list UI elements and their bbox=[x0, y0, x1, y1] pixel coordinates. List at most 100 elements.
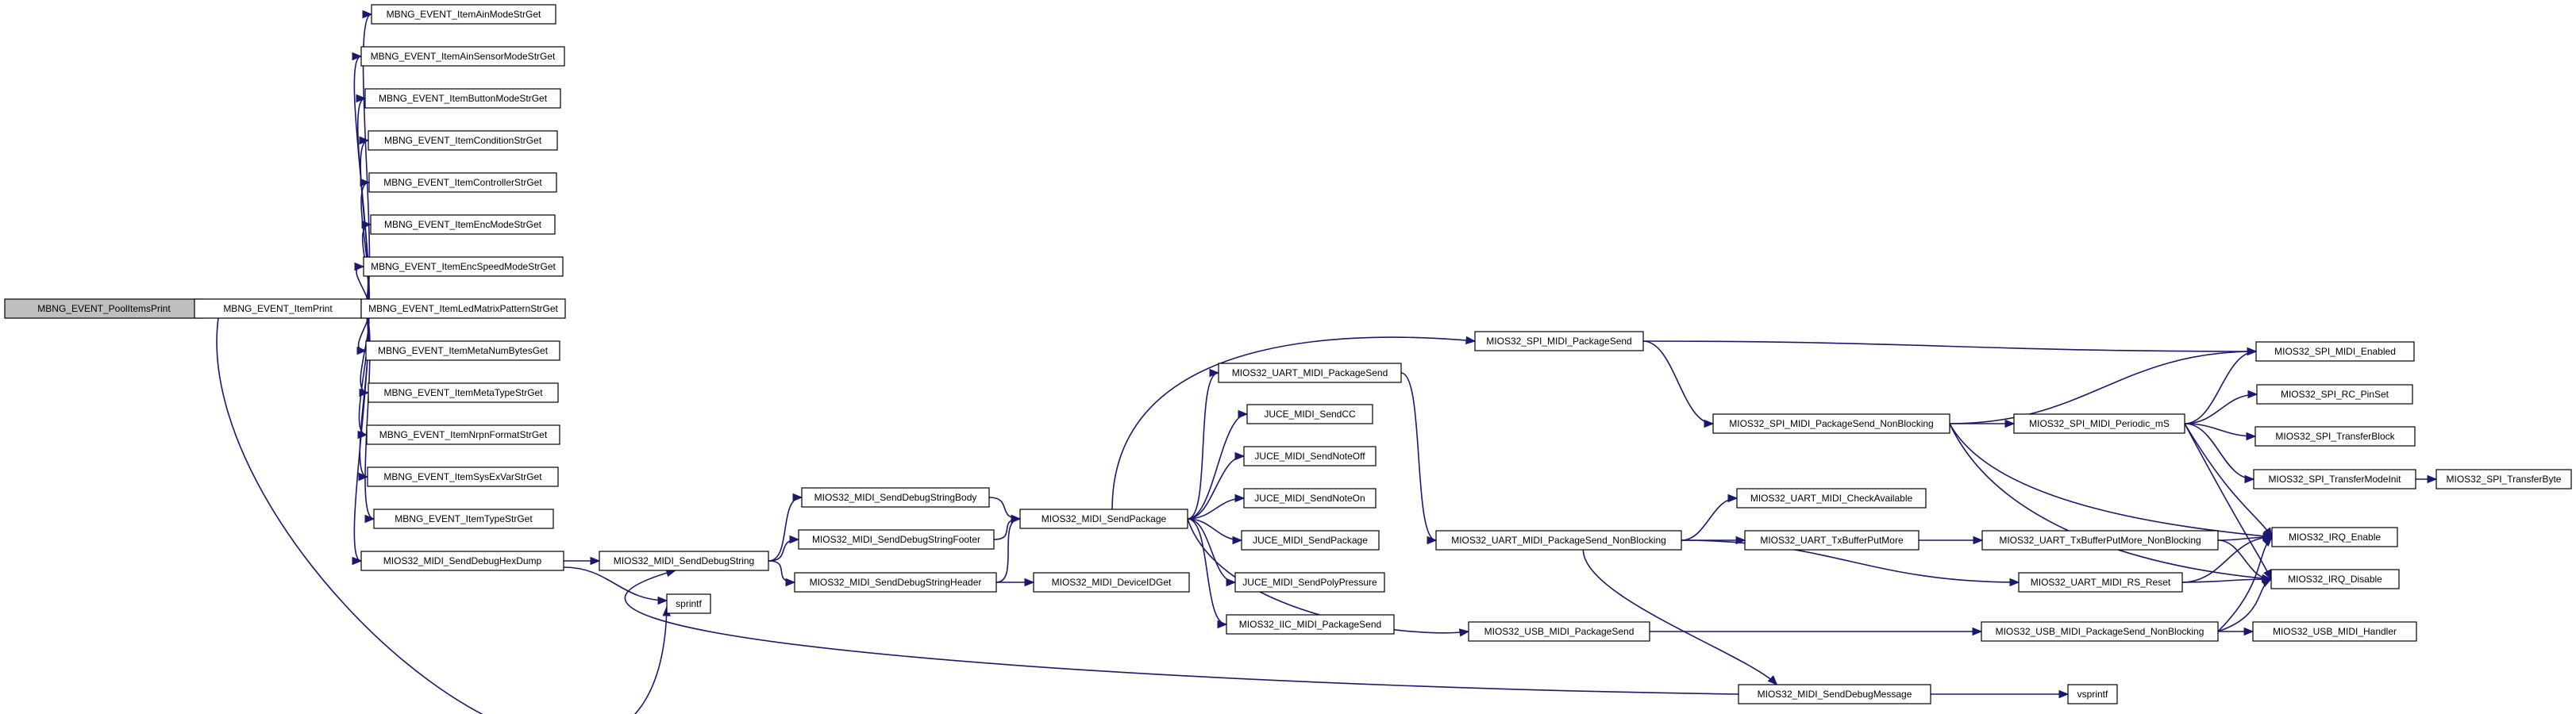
node-mios32-uart-midi-checkavailable[interactable]: MIOS32_UART_MIDI_CheckAvailable bbox=[1736, 488, 1927, 509]
node-box[interactable] bbox=[1468, 621, 1650, 642]
node-mios32-spi-midi-packagesend[interactable]: MIOS32_SPI_MIDI_PackageSend bbox=[1474, 331, 1644, 351]
node-mios32-spi-midi-periodic-ms[interactable]: MIOS32_SPI_MIDI_Periodic_mS bbox=[2013, 413, 2185, 434]
node-vsprintf[interactable]: vsprintf bbox=[2067, 684, 2118, 704]
node-juce-midi-sendcc[interactable]: JUCE_MIDI_SendCC bbox=[1246, 404, 1373, 424]
node-box[interactable] bbox=[370, 214, 556, 235]
node-box[interactable] bbox=[2271, 527, 2398, 547]
node-juce-midi-sendnoteoff[interactable]: JUCE_MIDI_SendNoteOff bbox=[1243, 446, 1377, 466]
node-mios32-midi-senddebughexdump[interactable]: MIOS32_MIDI_SendDebugHexDump bbox=[360, 551, 564, 571]
node-mios32-irq-disable[interactable]: MIOS32_IRQ_Disable bbox=[2270, 569, 2400, 589]
node-box[interactable] bbox=[194, 298, 362, 319]
node-box[interactable] bbox=[2254, 426, 2416, 447]
node-mios32-usb-midi-packagesend[interactable]: MIOS32_USB_MIDI_PackageSend bbox=[1468, 621, 1650, 642]
node-mios32-spi-transferblock[interactable]: MIOS32_SPI_TransferBlock bbox=[2254, 426, 2416, 447]
node-box[interactable] bbox=[367, 466, 559, 487]
node-box[interactable] bbox=[2067, 684, 2118, 704]
node-mios32-spi-midi-enabled[interactable]: MIOS32_SPI_MIDI_Enabled bbox=[2255, 341, 2415, 362]
node-box[interactable] bbox=[1033, 572, 1190, 593]
node-box[interactable] bbox=[368, 382, 559, 403]
node-box[interactable] bbox=[1019, 509, 1188, 529]
node-box[interactable] bbox=[360, 46, 565, 67]
node-mios32-midi-senddebugstringfooter[interactable]: MIOS32_MIDI_SendDebugStringFooter bbox=[798, 529, 995, 550]
node-box[interactable] bbox=[1981, 621, 2219, 642]
node-box[interactable] bbox=[2252, 621, 2417, 642]
node-mios32-midi-sendpackage[interactable]: MIOS32_MIDI_SendPackage bbox=[1019, 509, 1188, 529]
node-box[interactable] bbox=[1744, 530, 1919, 551]
node-mios32-usb-midi-handler[interactable]: MIOS32_USB_MIDI_Handler bbox=[2252, 621, 2417, 642]
node-mbng-event-itemainsensormodestrget[interactable]: MBNG_EVENT_ItemAinSensorModeStrGet bbox=[360, 46, 565, 67]
node-mbng-event-itemledmatrixpatternstrget[interactable]: MBNG_EVENT_ItemLedMatrixPatternStrGet bbox=[360, 298, 566, 319]
node-mios32-uart-txbufferputmore-nonblocking[interactable]: MIOS32_UART_TxBufferPutMore_NonBlocking bbox=[1981, 530, 2219, 551]
node-mios32-uart-midi-packagesend[interactable]: MIOS32_UART_MIDI_PackageSend bbox=[1218, 363, 1402, 383]
node-box[interactable] bbox=[2018, 572, 2183, 593]
node-box[interactable] bbox=[801, 487, 990, 508]
node-box[interactable] bbox=[1712, 413, 1950, 434]
node-box[interactable] bbox=[364, 88, 561, 109]
node-box[interactable] bbox=[1243, 488, 1377, 509]
node-mios32-iic-midi-packagesend[interactable]: MIOS32_IIC_MIDI_PackageSend bbox=[1226, 614, 1395, 635]
node-mbng-event-itembuttonmodestrget[interactable]: MBNG_EVENT_ItemButtonModeStrGet bbox=[364, 88, 561, 109]
node-box[interactable] bbox=[371, 4, 556, 25]
node-box[interactable] bbox=[1241, 530, 1380, 551]
node-mios32-midi-senddebugmessage[interactable]: MIOS32_MIDI_SendDebugMessage bbox=[1738, 684, 1931, 704]
node-box[interactable] bbox=[373, 509, 554, 529]
node-box[interactable] bbox=[2270, 569, 2400, 589]
node-box[interactable] bbox=[2435, 469, 2572, 489]
node-box[interactable] bbox=[666, 593, 711, 614]
node-mbng-event-itemprint[interactable]: MBNG_EVENT_ItemPrint bbox=[194, 298, 362, 319]
node-box[interactable] bbox=[2255, 341, 2415, 362]
node-mbng-event-poolitemsprint[interactable]: MBNG_EVENT_PoolItemsPrint bbox=[4, 298, 204, 319]
node-mios32-midi-deviceidget[interactable]: MIOS32_MIDI_DeviceIDGet bbox=[1033, 572, 1190, 593]
node-mbng-event-itemnrpnformatstrget[interactable]: MBNG_EVENT_ItemNrpnFormatStrGet bbox=[366, 424, 560, 445]
node-box[interactable] bbox=[2253, 469, 2416, 489]
node-mios32-uart-txbufferputmore[interactable]: MIOS32_UART_TxBufferPutMore bbox=[1744, 530, 1919, 551]
node-mios32-spi-transfermodeinit[interactable]: MIOS32_SPI_TransferModeInit bbox=[2253, 469, 2416, 489]
node-mbng-event-itemainmodestrget[interactable]: MBNG_EVENT_ItemAinModeStrGet bbox=[371, 4, 556, 25]
node-box[interactable] bbox=[1226, 614, 1395, 635]
node-box[interactable] bbox=[366, 424, 560, 445]
node-mios32-spi-midi-packagesend-nonblocking[interactable]: MIOS32_SPI_MIDI_PackageSend_NonBlocking bbox=[1712, 413, 1950, 434]
node-mios32-spi-transferbyte[interactable]: MIOS32_SPI_TransferByte bbox=[2435, 469, 2572, 489]
node-box[interactable] bbox=[599, 551, 769, 571]
node-box[interactable] bbox=[1243, 446, 1377, 466]
node-box[interactable] bbox=[2256, 384, 2413, 405]
node-mbng-event-itemmetatypestrget[interactable]: MBNG_EVENT_ItemMetaTypeStrGet bbox=[368, 382, 559, 403]
node-box[interactable] bbox=[1474, 331, 1644, 351]
node-box[interactable] bbox=[368, 172, 557, 193]
node-mios32-spi-rc-pinset[interactable]: MIOS32_SPI_RC_PinSet bbox=[2256, 384, 2413, 405]
node-juce-midi-sendpolypressure[interactable]: JUCE_MIDI_SendPolyPressure bbox=[1234, 572, 1385, 593]
node-mios32-midi-senddebugstringheader[interactable]: MIOS32_MIDI_SendDebugStringHeader bbox=[794, 572, 997, 593]
node-box[interactable] bbox=[794, 572, 997, 593]
node-mbng-event-itemencspeedmodestrget[interactable]: MBNG_EVENT_ItemEncSpeedModeStrGet bbox=[363, 256, 564, 277]
node-mios32-irq-enable[interactable]: MIOS32_IRQ_Enable bbox=[2271, 527, 2398, 547]
node-box[interactable] bbox=[365, 340, 560, 361]
node-mios32-midi-senddebugstringbody[interactable]: MIOS32_MIDI_SendDebugStringBody bbox=[801, 487, 990, 508]
node-box[interactable] bbox=[1738, 684, 1931, 704]
node-mbng-event-itemcontrollerstrget[interactable]: MBNG_EVENT_ItemControllerStrGet bbox=[368, 172, 557, 193]
node-mios32-uart-midi-packagesend-nonblocking[interactable]: MIOS32_UART_MIDI_PackageSend_NonBlocking bbox=[1435, 530, 1682, 551]
node-mbng-event-itemtypestrget[interactable]: MBNG_EVENT_ItemTypeStrGet bbox=[373, 509, 554, 529]
node-box[interactable] bbox=[1981, 530, 2219, 551]
node-juce-midi-sendnoteon[interactable]: JUCE_MIDI_SendNoteOn bbox=[1243, 488, 1377, 509]
node-box[interactable] bbox=[1736, 488, 1927, 509]
node-box[interactable] bbox=[360, 551, 564, 571]
node-box[interactable] bbox=[4, 298, 204, 319]
node-mbng-event-itemconditionstrget[interactable]: MBNG_EVENT_ItemConditionStrGet bbox=[368, 130, 558, 151]
node-box[interactable] bbox=[1218, 363, 1402, 383]
node-box[interactable] bbox=[363, 256, 564, 277]
node-mios32-midi-senddebugstring[interactable]: MIOS32_MIDI_SendDebugString bbox=[599, 551, 769, 571]
node-box[interactable] bbox=[1246, 404, 1373, 424]
node-box[interactable] bbox=[798, 529, 995, 550]
node-box[interactable] bbox=[1234, 572, 1385, 593]
node-mbng-event-itemmetanumbytesget[interactable]: MBNG_EVENT_ItemMetaNumBytesGet bbox=[365, 340, 560, 361]
node-mios32-uart-midi-rs-reset[interactable]: MIOS32_UART_MIDI_RS_Reset bbox=[2018, 572, 2183, 593]
node-mbng-event-itemencmodestrget[interactable]: MBNG_EVENT_ItemEncModeStrGet bbox=[370, 214, 556, 235]
node-mbng-event-itemsysexvarstrget[interactable]: MBNG_EVENT_ItemSysExVarStrGet bbox=[367, 466, 559, 487]
node-mios32-usb-midi-packagesend-nonblocking[interactable]: MIOS32_USB_MIDI_PackageSend_NonBlocking bbox=[1981, 621, 2219, 642]
node-sprintf[interactable]: sprintf bbox=[666, 593, 711, 614]
node-juce-midi-sendpackage[interactable]: JUCE_MIDI_SendPackage bbox=[1241, 530, 1380, 551]
node-box[interactable] bbox=[360, 298, 566, 319]
node-box[interactable] bbox=[2013, 413, 2185, 434]
node-box[interactable] bbox=[368, 130, 558, 151]
node-box[interactable] bbox=[1435, 530, 1682, 551]
